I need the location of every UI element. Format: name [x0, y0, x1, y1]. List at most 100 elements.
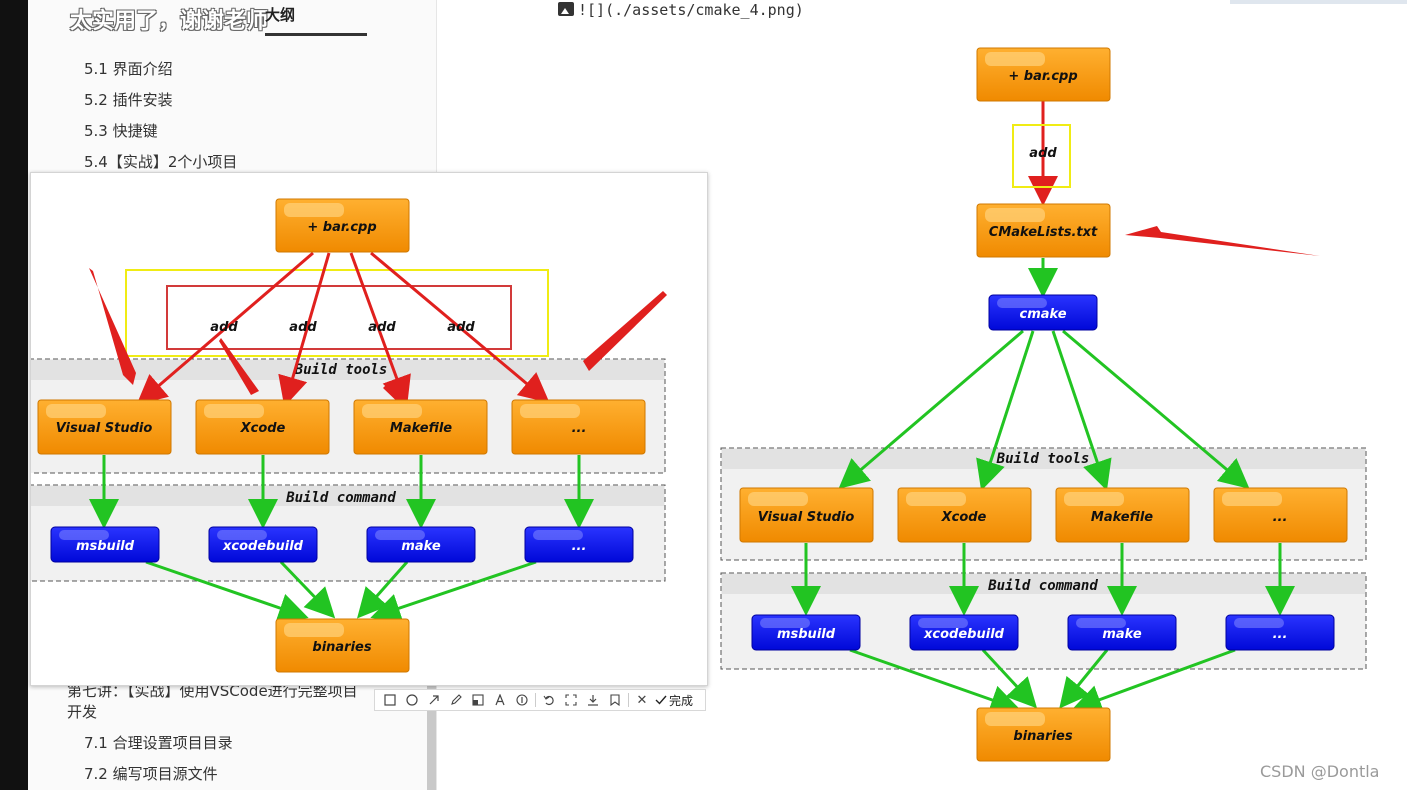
outline-header: 大纲 — [265, 6, 296, 24]
add-highlight-box — [1012, 124, 1071, 188]
check-icon — [655, 695, 667, 705]
svg-text:Xcode: Xcode — [941, 510, 987, 525]
node-msbuild: msbuild — [751, 614, 861, 651]
popup-node-source: + bar.cpp — [275, 198, 410, 253]
popup-node-other-tool: ... — [511, 399, 646, 455]
build-command-title: Build command — [987, 578, 1098, 594]
node-source: + bar.cpp — [976, 47, 1111, 102]
svg-text:Xcode: Xcode — [240, 421, 286, 436]
svg-text:binaries: binaries — [1013, 729, 1072, 744]
svg-text:...: ... — [1273, 510, 1288, 525]
popup-node-xcode: Xcode — [195, 399, 330, 455]
svg-text:...: ... — [572, 539, 587, 554]
svg-text:+ bar.cpp: + bar.cpp — [1008, 69, 1077, 84]
svg-text:msbuild: msbuild — [76, 539, 135, 554]
popup-node-xcodebuild: xcodebuild — [208, 526, 318, 563]
popup-annotation-arrow-1 — [89, 268, 136, 385]
add-label: add — [1029, 146, 1057, 161]
toolbar-separator — [535, 693, 536, 707]
node-cmake: cmake — [988, 294, 1098, 331]
other-to-binaries-arrow — [1071, 648, 1236, 714]
node-other-command: ... — [1225, 614, 1335, 651]
done-button[interactable]: 完成 — [655, 692, 693, 709]
build-tools-title: Build tools — [996, 451, 1090, 467]
cmake-to-other-arrow — [1062, 329, 1250, 489]
svg-text:make: make — [1102, 627, 1142, 642]
outline-item-5-2[interactable]: 5.2 插件安装 — [84, 91, 173, 109]
bookmark-tool-icon[interactable] — [604, 690, 626, 710]
popup-other-to-binaries — [370, 560, 537, 623]
cancel-icon[interactable]: ✕ — [636, 692, 648, 708]
svg-text:...: ... — [572, 421, 587, 436]
popup-yellow-box — [125, 269, 549, 357]
done-label: 完成 — [669, 693, 694, 708]
markdown-image-line[interactable]: ![](./assets/cmake_4.png) — [558, 1, 804, 19]
number-tool-icon[interactable] — [511, 690, 533, 710]
popup-node-msbuild: msbuild — [50, 526, 160, 563]
popup-add-label-3: add — [368, 320, 396, 335]
node-binaries: binaries — [976, 707, 1111, 762]
svg-text:Makefile: Makefile — [1091, 510, 1153, 525]
node-makefile: Makefile — [1055, 487, 1190, 543]
svg-text:xcodebuild: xcodebuild — [222, 539, 304, 554]
node-make: make — [1067, 614, 1177, 651]
undo-tool-icon[interactable] — [538, 690, 560, 710]
overlay-caption: 太实用了，谢谢老师 — [70, 9, 269, 34]
svg-text:make: make — [401, 539, 441, 554]
node-xcodebuild: xcodebuild — [909, 614, 1019, 651]
left-dark-bar — [0, 0, 28, 790]
screenshot-popup[interactable]: Build tools Build command add add add ad… — [30, 172, 708, 686]
cmake-to-vs-arrow — [838, 329, 1024, 489]
make-to-binaries-arrow — [1059, 649, 1109, 709]
text-tool-icon[interactable] — [489, 690, 511, 710]
popup-add-arrow-other — [370, 251, 550, 403]
main-diagram: Build tools Build command add + bar — [715, 40, 1375, 770]
outline-item-7-2[interactable]: 7.2 编写项目源文件 — [84, 765, 218, 783]
popup-add-label-4: add — [447, 320, 475, 335]
node-other-tool: ... — [1213, 487, 1348, 543]
outline-item-5-1[interactable]: 5.1 界面介绍 — [84, 60, 173, 78]
popup-node-make: make — [366, 526, 476, 563]
svg-text:CMakeLists.txt: CMakeLists.txt — [989, 225, 1098, 240]
popup-msbuild-to-binaries — [145, 560, 309, 623]
rectangle-tool-icon[interactable] — [379, 690, 401, 710]
popup-annotation-arrow-4 — [583, 291, 667, 371]
svg-text:Visual Studio: Visual Studio — [56, 421, 153, 436]
popup-node-binaries: binaries — [275, 618, 410, 673]
popup-add-arrow-vs — [136, 251, 314, 405]
svg-text:xcodebuild: xcodebuild — [923, 627, 1005, 642]
popup-add-label-2: add — [289, 320, 317, 335]
popup-node-other-command: ... — [524, 526, 634, 563]
popup-build-tools-title: Build tools — [294, 362, 388, 378]
node-visual-studio: Visual Studio — [739, 487, 874, 543]
arrow-tool-icon[interactable] — [423, 690, 445, 710]
screenshot-toolbar: ✕ 完成 — [374, 689, 706, 711]
xcodebuild-to-binaries-arrow — [981, 648, 1038, 709]
pin-tool-icon[interactable] — [560, 690, 582, 710]
ellipse-tool-icon[interactable] — [401, 690, 423, 710]
svg-text:msbuild: msbuild — [777, 627, 836, 642]
svg-text:Makefile: Makefile — [390, 421, 452, 436]
popup-add-arrow-make — [349, 252, 411, 407]
outline-chapter-7-cont[interactable]: 开发 — [67, 703, 98, 721]
outline-item-5-4[interactable]: 5.4【实战】2个小项目 — [84, 153, 238, 171]
toolbar-separator — [628, 693, 629, 707]
popup-xcodebuild-to-binaries — [279, 560, 336, 619]
image-icon — [558, 2, 574, 16]
popup-make-to-binaries — [357, 561, 409, 619]
mosaic-tool-icon[interactable] — [467, 690, 489, 710]
popup-add-label-1: add — [210, 320, 238, 335]
markdown-image-source: ![](./assets/cmake_4.png) — [578, 1, 804, 19]
window-strip — [1230, 0, 1407, 4]
outline-chapter-7[interactable]: 第七讲：【实战】使用VSCode进行完整项目 — [67, 682, 358, 700]
popup-red-box — [166, 285, 512, 350]
msbuild-to-binaries-arrow — [849, 648, 1021, 715]
outline-item-5-3[interactable]: 5.3 快捷键 — [84, 122, 158, 140]
node-cmakelists: CMakeLists.txt — [976, 203, 1111, 258]
popup-node-visual-studio: Visual Studio — [37, 399, 172, 455]
popup-node-makefile: Makefile — [353, 399, 488, 455]
red-annotation-arrow — [1125, 226, 1320, 256]
pen-tool-icon[interactable] — [445, 690, 467, 710]
outline-item-7-1[interactable]: 7.1 合理设置项目目录 — [84, 734, 233, 752]
download-tool-icon[interactable] — [582, 690, 604, 710]
